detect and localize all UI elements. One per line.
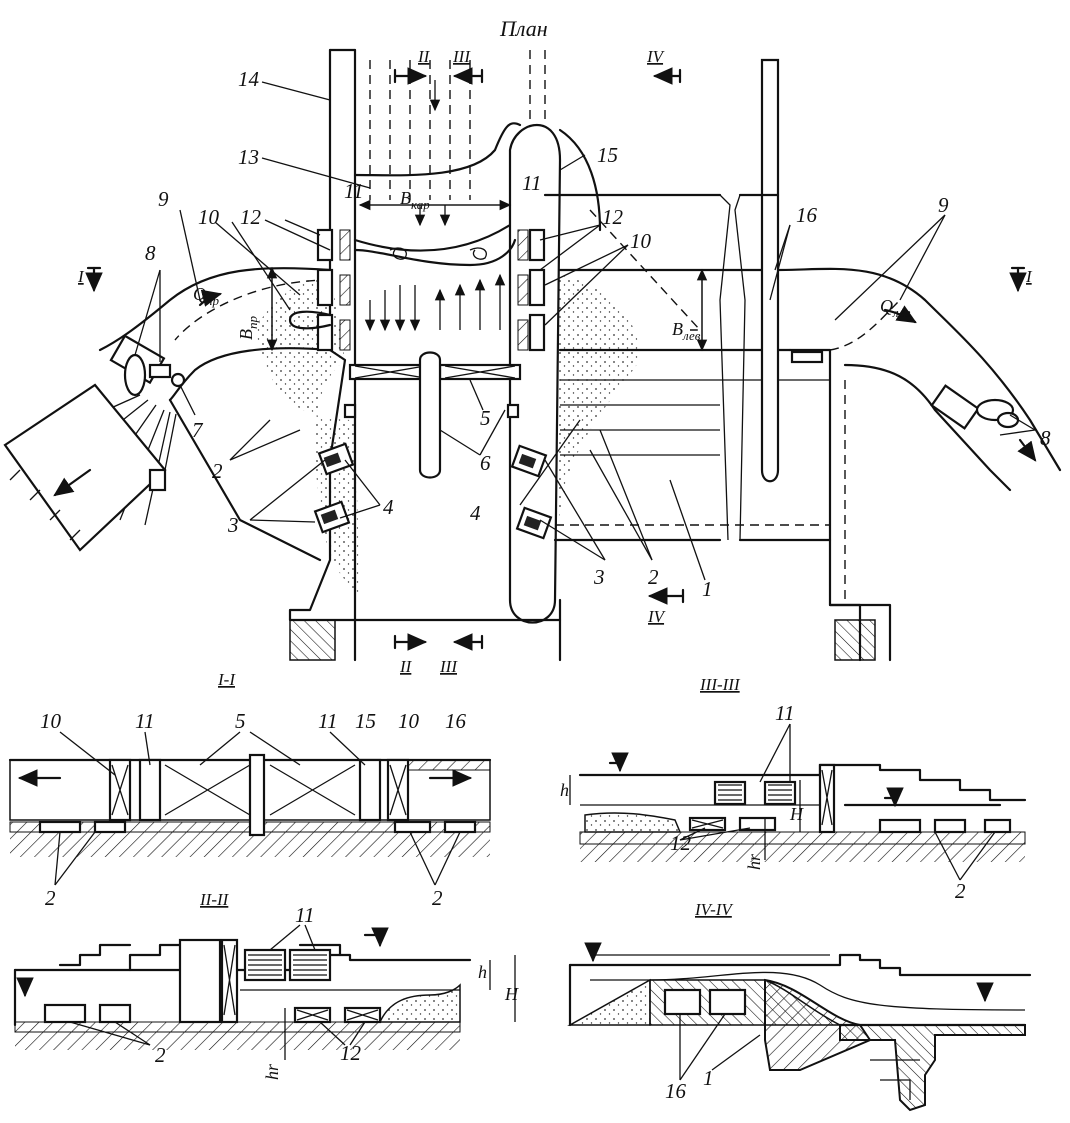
svg-text:15: 15 bbox=[597, 143, 618, 167]
svg-text:10: 10 bbox=[398, 709, 420, 733]
label-b-lev: Bлев bbox=[672, 319, 701, 343]
svg-text:III: III bbox=[452, 47, 471, 66]
svg-text:3: 3 bbox=[227, 513, 239, 537]
svg-text:3: 3 bbox=[593, 565, 605, 589]
svg-text:2: 2 bbox=[212, 459, 223, 483]
right-canal-inner bbox=[788, 348, 862, 662]
svg-text:6: 6 bbox=[480, 451, 491, 475]
svg-text:11: 11 bbox=[295, 903, 314, 927]
section-title-2-2: II-II bbox=[199, 890, 230, 909]
section-4-4: IV-IV 16 1 bbox=[567, 900, 1032, 1112]
chambers-3-4 bbox=[313, 442, 553, 540]
svg-text:1: 1 bbox=[703, 1066, 714, 1090]
right-pump-8 bbox=[930, 384, 1037, 462]
svg-text:8: 8 bbox=[1040, 426, 1051, 450]
svg-text:2: 2 bbox=[955, 879, 966, 903]
svg-text:5: 5 bbox=[480, 406, 491, 430]
section-markers: II III IV II III IV I I bbox=[77, 47, 1033, 676]
svg-text:7: 7 bbox=[192, 418, 204, 442]
svg-text:H: H bbox=[789, 804, 804, 824]
svg-text:11: 11 bbox=[318, 709, 337, 733]
svg-text:2: 2 bbox=[45, 886, 56, 910]
svg-text:11: 11 bbox=[344, 179, 363, 203]
plan-title: План bbox=[499, 16, 548, 41]
svg-text:16: 16 bbox=[665, 1079, 687, 1103]
svg-text:15: 15 bbox=[355, 709, 376, 733]
left-canal-inner bbox=[168, 347, 332, 402]
pocket-lower-curve bbox=[353, 223, 512, 252]
svg-text:I: I bbox=[77, 267, 85, 286]
svg-text:h: h bbox=[560, 780, 569, 800]
svg-text:IV: IV bbox=[647, 607, 667, 626]
section-title-1-1: I-I bbox=[217, 670, 236, 689]
label-b-pr: Bпр bbox=[236, 316, 260, 341]
left-canal-outer bbox=[98, 266, 332, 352]
left-hopper bbox=[3, 383, 167, 552]
section-2-2: II-II h H hr 11 12 2 bbox=[13, 890, 519, 1080]
svg-text:2: 2 bbox=[432, 886, 443, 910]
svg-text:2: 2 bbox=[648, 565, 659, 589]
svg-text:16: 16 bbox=[796, 203, 818, 227]
left-intake-screens bbox=[288, 228, 351, 352]
flow-arrow-right bbox=[883, 305, 917, 324]
break-line-right bbox=[734, 194, 746, 541]
label-q-lev: Qлев bbox=[880, 296, 911, 320]
callouts: 14 13 11 12 10 9 8 7 2 3 4 bbox=[134, 67, 1051, 601]
svg-text:12: 12 bbox=[670, 831, 692, 855]
svg-text:11: 11 bbox=[135, 709, 154, 733]
right-canal-outer bbox=[776, 267, 1062, 472]
svg-text:12: 12 bbox=[240, 205, 262, 229]
svg-text:IV: IV bbox=[646, 47, 666, 66]
wall-16 bbox=[760, 58, 780, 483]
svg-text:14: 14 bbox=[238, 67, 260, 91]
svg-text:H: H bbox=[504, 984, 519, 1004]
central-pier bbox=[418, 351, 442, 479]
svg-text:hr: hr bbox=[262, 1063, 282, 1080]
svg-text:III: III bbox=[439, 657, 458, 676]
svg-text:10: 10 bbox=[198, 205, 220, 229]
svg-text:1: 1 bbox=[702, 577, 713, 601]
svg-text:8: 8 bbox=[145, 241, 156, 265]
left-pump-8 bbox=[3, 334, 186, 552]
svg-text:4: 4 bbox=[470, 501, 481, 525]
svg-text:9: 9 bbox=[938, 193, 949, 217]
svg-text:12: 12 bbox=[340, 1041, 362, 1065]
svg-text:h: h bbox=[478, 962, 487, 982]
left-lower-wall bbox=[288, 348, 357, 622]
svg-text:10: 10 bbox=[40, 709, 62, 733]
svg-text:II: II bbox=[417, 47, 431, 66]
label-q-pr: Qпр bbox=[193, 284, 220, 308]
section-1-1: I-I 2 2 10 11 5 11 15 1 bbox=[8, 670, 492, 910]
plan-view: План bbox=[3, 16, 1062, 676]
pocket-upper-curve bbox=[353, 122, 522, 177]
svg-text:II: II bbox=[399, 657, 413, 676]
svg-text:I: I bbox=[1025, 267, 1033, 286]
svg-text:11: 11 bbox=[775, 701, 794, 725]
svg-text:11: 11 bbox=[522, 171, 541, 195]
right-canal-inner-curve bbox=[843, 363, 1012, 492]
svg-text:13: 13 bbox=[238, 145, 259, 169]
flow-vectors bbox=[364, 80, 506, 332]
flow-arrow-left bbox=[198, 289, 223, 307]
svg-text:2: 2 bbox=[155, 1043, 166, 1067]
svg-text:4: 4 bbox=[383, 495, 394, 519]
right-intake-screens bbox=[517, 228, 546, 352]
sluice-gates-5 bbox=[343, 351, 522, 479]
svg-text:10: 10 bbox=[630, 229, 652, 253]
svg-text:12: 12 bbox=[602, 205, 624, 229]
svg-text:16: 16 bbox=[445, 709, 467, 733]
svg-text:9: 9 bbox=[158, 187, 169, 211]
right-canal-gate bbox=[790, 350, 824, 364]
svg-text:hr: hr bbox=[744, 853, 764, 870]
svg-text:5: 5 bbox=[235, 709, 246, 733]
section-title-4-4: IV-IV bbox=[694, 900, 734, 919]
section-title-3-3: III-III bbox=[699, 675, 741, 694]
label-b-kar: Bкар bbox=[400, 188, 430, 212]
section-3-3: III-III h H hr 11 12 2 bbox=[560, 675, 1027, 903]
break-line-left bbox=[719, 194, 731, 541]
